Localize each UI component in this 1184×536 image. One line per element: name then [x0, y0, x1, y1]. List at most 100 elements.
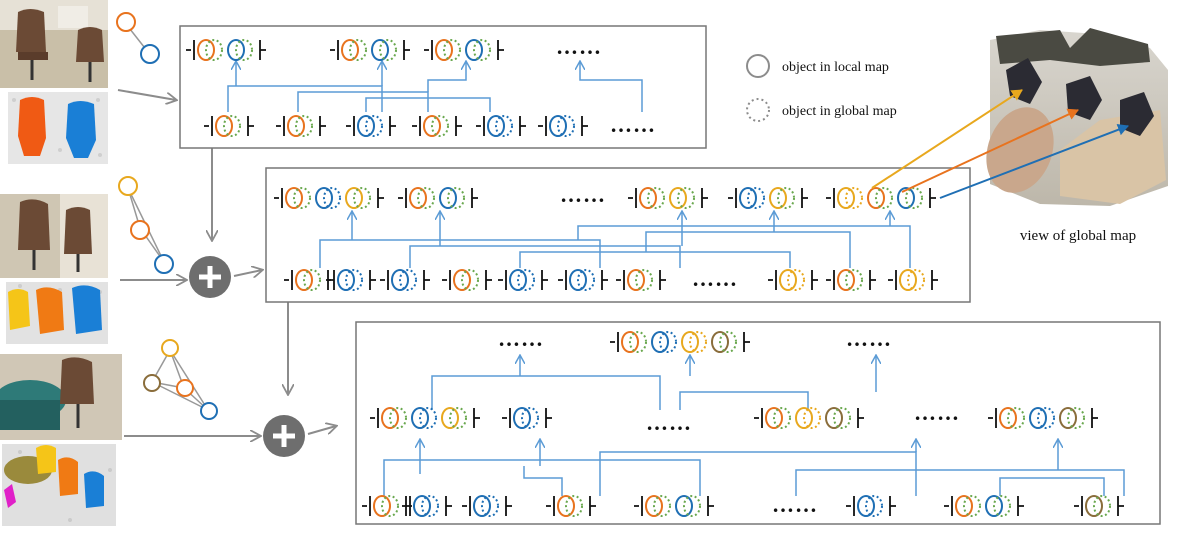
bracket-left [204, 116, 213, 136]
bracket-right [589, 496, 596, 516]
bracket-left [610, 332, 619, 352]
bracket-left [346, 116, 355, 136]
global-object-circle [389, 407, 407, 429]
node-group [462, 495, 512, 517]
global-object-circle [577, 269, 595, 291]
local-object-circle [441, 407, 459, 429]
global-object-circle [803, 407, 821, 429]
bracket-left [326, 270, 335, 290]
global-object-circle [205, 39, 223, 61]
global-object-circle [905, 187, 923, 209]
bracket-left [728, 188, 737, 208]
bracket-right [505, 496, 512, 516]
node-group [558, 269, 608, 291]
local-object-circle [645, 495, 663, 517]
bracket-right [601, 270, 608, 290]
node-group [944, 495, 1024, 517]
bracket-left [370, 408, 379, 428]
global-object-circle [223, 115, 241, 137]
bracket-right [423, 270, 430, 290]
local-object-circle [711, 331, 729, 353]
bracket-left [462, 496, 471, 516]
ellipsis-l2-top: …… [560, 182, 606, 207]
ellipsis-l1-bottom: …… [610, 112, 656, 137]
ellipsis-l3-bottom: …… [772, 492, 818, 517]
bracket-right [319, 116, 326, 136]
global-object-circle [1093, 495, 1111, 517]
node-group [988, 407, 1098, 429]
node-group [826, 187, 936, 209]
bracket-left [944, 496, 953, 516]
bracket-right [389, 116, 396, 136]
local-object-circle [337, 269, 355, 291]
global-object-circle [689, 331, 707, 353]
bracket-right [471, 188, 478, 208]
bracket-right [707, 496, 714, 516]
bracket-right [369, 270, 376, 290]
global-object-circle [777, 187, 795, 209]
local-object-circle [227, 39, 245, 61]
global-object-circle [993, 495, 1011, 517]
bracket-left [424, 40, 433, 60]
global-object-circle [1037, 407, 1055, 429]
node-group [330, 39, 410, 61]
node-group [402, 495, 452, 517]
bracket-left [888, 270, 897, 290]
node-group [442, 269, 492, 291]
global-object-circle [907, 269, 925, 291]
node-group [768, 269, 818, 291]
bracket-right [857, 408, 864, 428]
bracket-left [276, 116, 285, 136]
legend: object in local map object in global map [746, 54, 897, 122]
bracket-left [558, 270, 567, 290]
node-group [346, 115, 396, 137]
local-object-circle [381, 407, 399, 429]
node-group [546, 495, 596, 517]
local-object-circle [765, 407, 783, 429]
global-object-circle [481, 495, 499, 517]
bracket-right [743, 332, 750, 352]
global-object-circle [381, 495, 399, 517]
global-object-circle [647, 187, 665, 209]
connectors-level2 [319, 212, 911, 268]
bracket-left [476, 116, 485, 136]
global-object-circle [677, 187, 695, 209]
object-node-groups [186, 39, 1124, 517]
node-group [634, 495, 714, 517]
local-object-circle [825, 407, 843, 429]
frame-2-thumbnails [0, 194, 108, 344]
local-object-circle [837, 269, 855, 291]
global-object-circle [421, 495, 439, 517]
local-object-circle [899, 269, 917, 291]
global-object-circle [517, 269, 535, 291]
global-object-circle [379, 39, 397, 61]
local-map-frame [179, 25, 707, 149]
bracket-right [473, 408, 480, 428]
bracket-left [380, 270, 389, 290]
global-object-circle [295, 115, 313, 137]
global-object-circle [303, 269, 321, 291]
ellipsis-l3-mid-left: …… [646, 410, 692, 435]
node-group [424, 39, 504, 61]
global-object-circle [833, 407, 851, 429]
local-object-circle [295, 269, 313, 291]
local-object-circle [837, 187, 855, 209]
global-object-circle [787, 269, 805, 291]
local-object-circle [897, 187, 915, 209]
local-object-circle [985, 495, 1003, 517]
node-group [326, 269, 376, 291]
local-object-circle [371, 39, 389, 61]
frame-3-thumbnails [0, 354, 122, 526]
global-object-circle [747, 187, 765, 209]
local-object-circle [287, 115, 305, 137]
local-object-circle [1029, 407, 1047, 429]
local-object-circle [569, 269, 587, 291]
local-object-circle [473, 495, 491, 517]
global-object-circle [345, 269, 363, 291]
node-group [274, 187, 384, 209]
global-object-circle [235, 39, 253, 61]
global-object-circle [1067, 407, 1085, 429]
bracket-right [377, 188, 384, 208]
node-group [204, 115, 254, 137]
